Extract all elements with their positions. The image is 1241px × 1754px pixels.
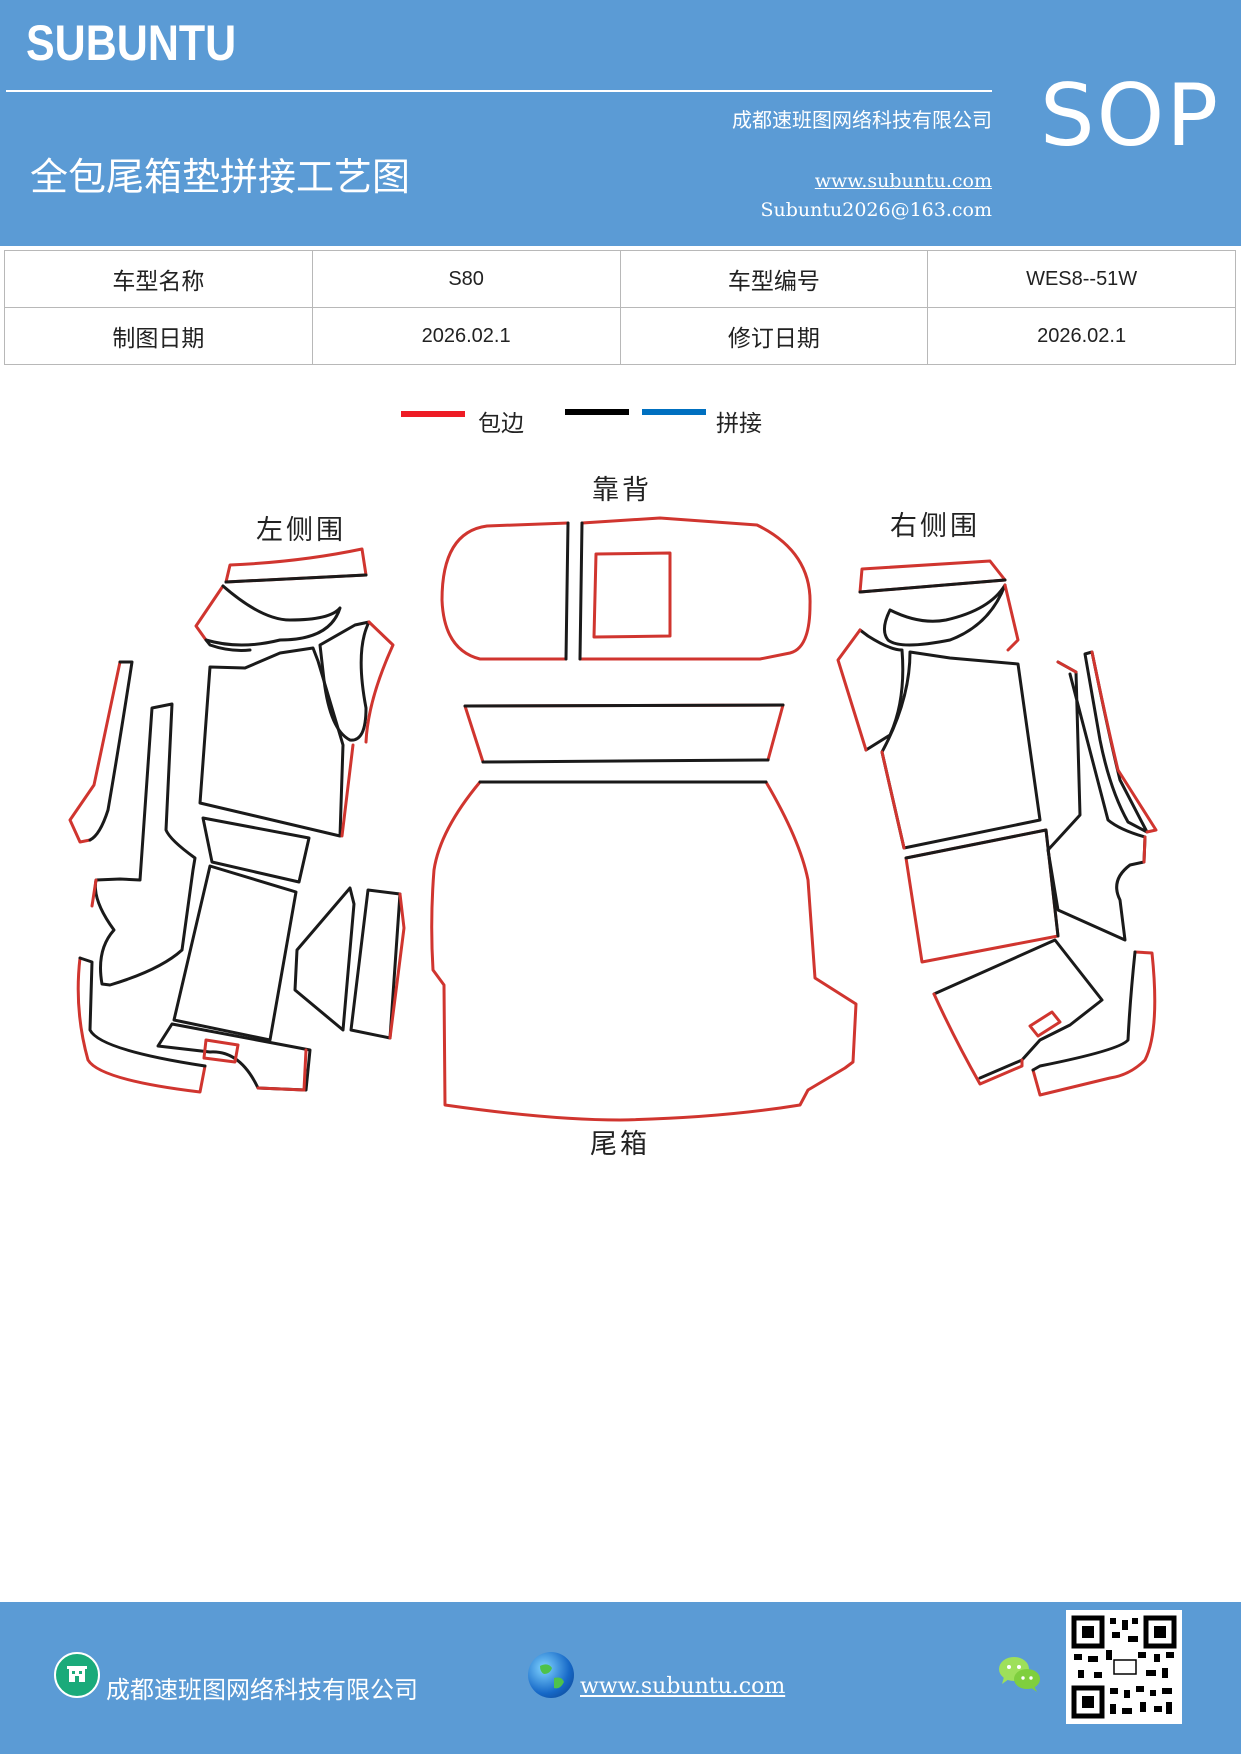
right-lower-panel-seam [904, 828, 1060, 938]
left-upper-panel-edge [340, 743, 355, 838]
trunk-floor-edge [430, 780, 858, 1122]
right-top-wedge [883, 583, 1007, 647]
wechat-icon[interactable] [996, 1652, 1044, 1696]
header-banner [0, 0, 1241, 246]
right-far-strip [1083, 650, 1149, 834]
right-bottom-plate-edge [932, 992, 1024, 1086]
header-company-name: 成都速班图网络科技有限公司 [732, 108, 992, 132]
table-row: 制图日期 2026.02.1 修订日期 2026.02.1 [4, 307, 1236, 365]
trunk-front-strip-seam [481, 758, 770, 764]
left-top-strip [224, 547, 368, 584]
left-bottom-plate [156, 1022, 312, 1092]
model-name-value: S80 [311, 250, 621, 308]
legend-swatches [401, 409, 706, 417]
label-left-side: 左侧围 [256, 515, 346, 546]
mat-pattern-diagram [68, 516, 1158, 1122]
right-far-strip-edge [1090, 650, 1158, 834]
draw-date-value: 2026.02.1 [311, 307, 621, 365]
table-row: 车型名称 S80 车型编号 WES8--51W [4, 250, 1236, 308]
right-rib [858, 628, 905, 752]
backrest-right-seam [578, 521, 584, 661]
backrest-left-panel [440, 521, 570, 661]
brand-logo: SUBUNTU [26, 15, 237, 71]
left-mid-strip-edge [90, 878, 98, 908]
right-rib-edge [836, 628, 868, 752]
left-upper-panel [198, 646, 345, 838]
trunk-front-strip-edge [463, 703, 785, 764]
right-upper-panel-edge [880, 750, 906, 850]
sop-badge: SOP [1040, 66, 1221, 166]
left-lower-strip-b-edge [388, 892, 406, 1040]
revision-date-value: 2026.02.1 [927, 307, 1236, 365]
header-email: Subuntu2026@163.com [760, 199, 992, 221]
backrest-left-seam [564, 521, 570, 661]
left-top-strip-seam [224, 573, 368, 584]
header-divider [6, 90, 992, 92]
left-side-group [68, 547, 406, 1094]
left-top-wedge [204, 584, 342, 652]
backrest-opening [592, 551, 672, 639]
right-mid-strip [1046, 660, 1147, 942]
model-name-label: 车型名称 [4, 250, 313, 308]
left-top-wedge-edge [194, 584, 225, 642]
right-top-strip-seam [858, 578, 1007, 594]
right-bottom-slot [1028, 1010, 1062, 1038]
right-upper-panel [880, 650, 1042, 850]
model-code-value: WES8--51W [927, 250, 1236, 308]
vehicle-info-table: 车型名称 S80 车型编号 WES8--51W 制图日期 2026.02.1 修… [4, 250, 1236, 365]
left-lower-strip-a [293, 886, 356, 1032]
left-bottom-edge [76, 956, 207, 1094]
left-rib-edge [364, 620, 395, 744]
right-bottom-strip-edge [1031, 950, 1157, 1097]
left-small-plate [201, 816, 311, 884]
document-title: 全包尾箱垫拼接工艺图 [30, 155, 411, 199]
backrest-right-panel [578, 516, 812, 661]
building-icon [54, 1652, 100, 1698]
label-right-side: 右侧围 [890, 511, 980, 542]
left-bottom-slot [202, 1038, 240, 1064]
globe-icon [528, 1652, 574, 1698]
left-far-strip-edge [68, 660, 122, 844]
header-website-link[interactable]: www.subuntu.com [814, 170, 992, 192]
footer-company-name: 成都速班图网络科技有限公司 [106, 1676, 418, 1704]
right-mid-strip-edge [1056, 660, 1147, 864]
left-lower-panel [172, 864, 298, 1042]
footer-website-link[interactable]: www.subuntu.com [580, 1674, 786, 1699]
model-code-label: 车型编号 [619, 250, 929, 308]
left-mid-strip [93, 702, 197, 987]
trunk-front-strip-top [463, 703, 785, 708]
left-bottom-seam [78, 956, 207, 1068]
left-bottom-plate-edge [256, 1048, 308, 1092]
revision-date-label: 修订日期 [619, 307, 929, 365]
trunk-group [430, 703, 858, 1122]
legend-label-binding: 包边 [478, 411, 524, 437]
right-top-wedge-edge [1003, 583, 1020, 652]
draw-date-label: 制图日期 [4, 307, 313, 365]
left-rib [318, 620, 371, 742]
left-far-strip [88, 660, 134, 842]
legend-label-seam: 拼接 [716, 411, 762, 437]
right-bottom-strip-seam [1031, 950, 1137, 1072]
backrest-group [440, 516, 812, 661]
right-side-group [836, 559, 1158, 1097]
right-lower-panel [904, 828, 1060, 964]
qr-code-icon [1066, 1610, 1182, 1724]
label-backrest: 靠背 [592, 475, 652, 506]
label-trunk: 尾箱 [590, 1129, 650, 1160]
